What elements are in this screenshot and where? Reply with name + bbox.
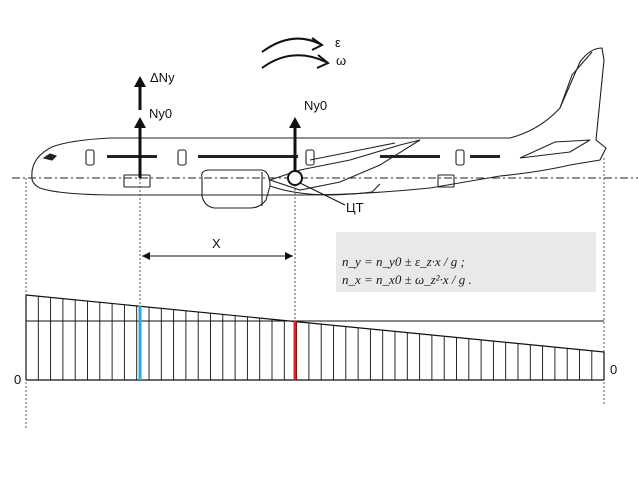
- formula-nx: n_x = n_x0 ± ω_z²·x / g .: [342, 272, 472, 287]
- door: [455, 149, 465, 166]
- ny0-cg-label: Ny0: [304, 98, 327, 113]
- omega-label: ω: [336, 53, 346, 68]
- cg-label: ЦТ: [346, 200, 364, 215]
- wing: [268, 139, 421, 191]
- top-slope: [25, 294, 605, 353]
- epsilon-arrowhead: [311, 37, 324, 51]
- formula-ny: n_y = n_y0 ± ε_z·x / g ;: [342, 254, 465, 269]
- ny0-cg-arrowhead: [289, 117, 301, 128]
- ny0-tail-label: Ny0: [149, 106, 172, 121]
- omega-arrow: [261, 54, 327, 69]
- door: [177, 149, 187, 166]
- door: [305, 149, 315, 166]
- epsilon-arrow: [261, 37, 321, 53]
- ny0-tail-arrowhead: [134, 117, 146, 128]
- zero-right-label: 0: [610, 362, 617, 377]
- wing-flap: [309, 142, 396, 161]
- delta-ny-label: ΔNy: [150, 70, 175, 85]
- rotation-arrows: [261, 37, 330, 69]
- cockpit-window: [42, 153, 58, 161]
- zero-left-label: 0: [14, 372, 21, 387]
- engine: [201, 169, 271, 209]
- formula-box: n_y = n_y0 ± ε_z·x / g ; n_x = n_x0 ± ω_…: [336, 232, 596, 292]
- reference-lines: [25, 158, 605, 430]
- cg-leader-line: [299, 182, 346, 206]
- load-distribution: [25, 294, 605, 381]
- omega-arrowhead: [316, 54, 330, 69]
- x-label: X: [212, 236, 221, 251]
- belly-fairing: [269, 183, 381, 196]
- delta-ny-arrowhead: [134, 76, 146, 87]
- fuselage-outline: [31, 47, 607, 196]
- window-row: [107, 155, 500, 158]
- hatch-lines: [37, 296, 593, 380]
- tail-fin: [559, 51, 593, 109]
- cargo-door: [437, 174, 455, 188]
- force-arrows: [134, 76, 301, 178]
- cargo-door: [123, 174, 151, 188]
- x-dimension: [142, 252, 293, 260]
- epsilon-label: ε: [335, 35, 341, 50]
- cg-marker: [287, 170, 303, 186]
- door: [85, 149, 95, 166]
- horizontal-stabilizer: [519, 139, 591, 159]
- airplane: [31, 47, 607, 209]
